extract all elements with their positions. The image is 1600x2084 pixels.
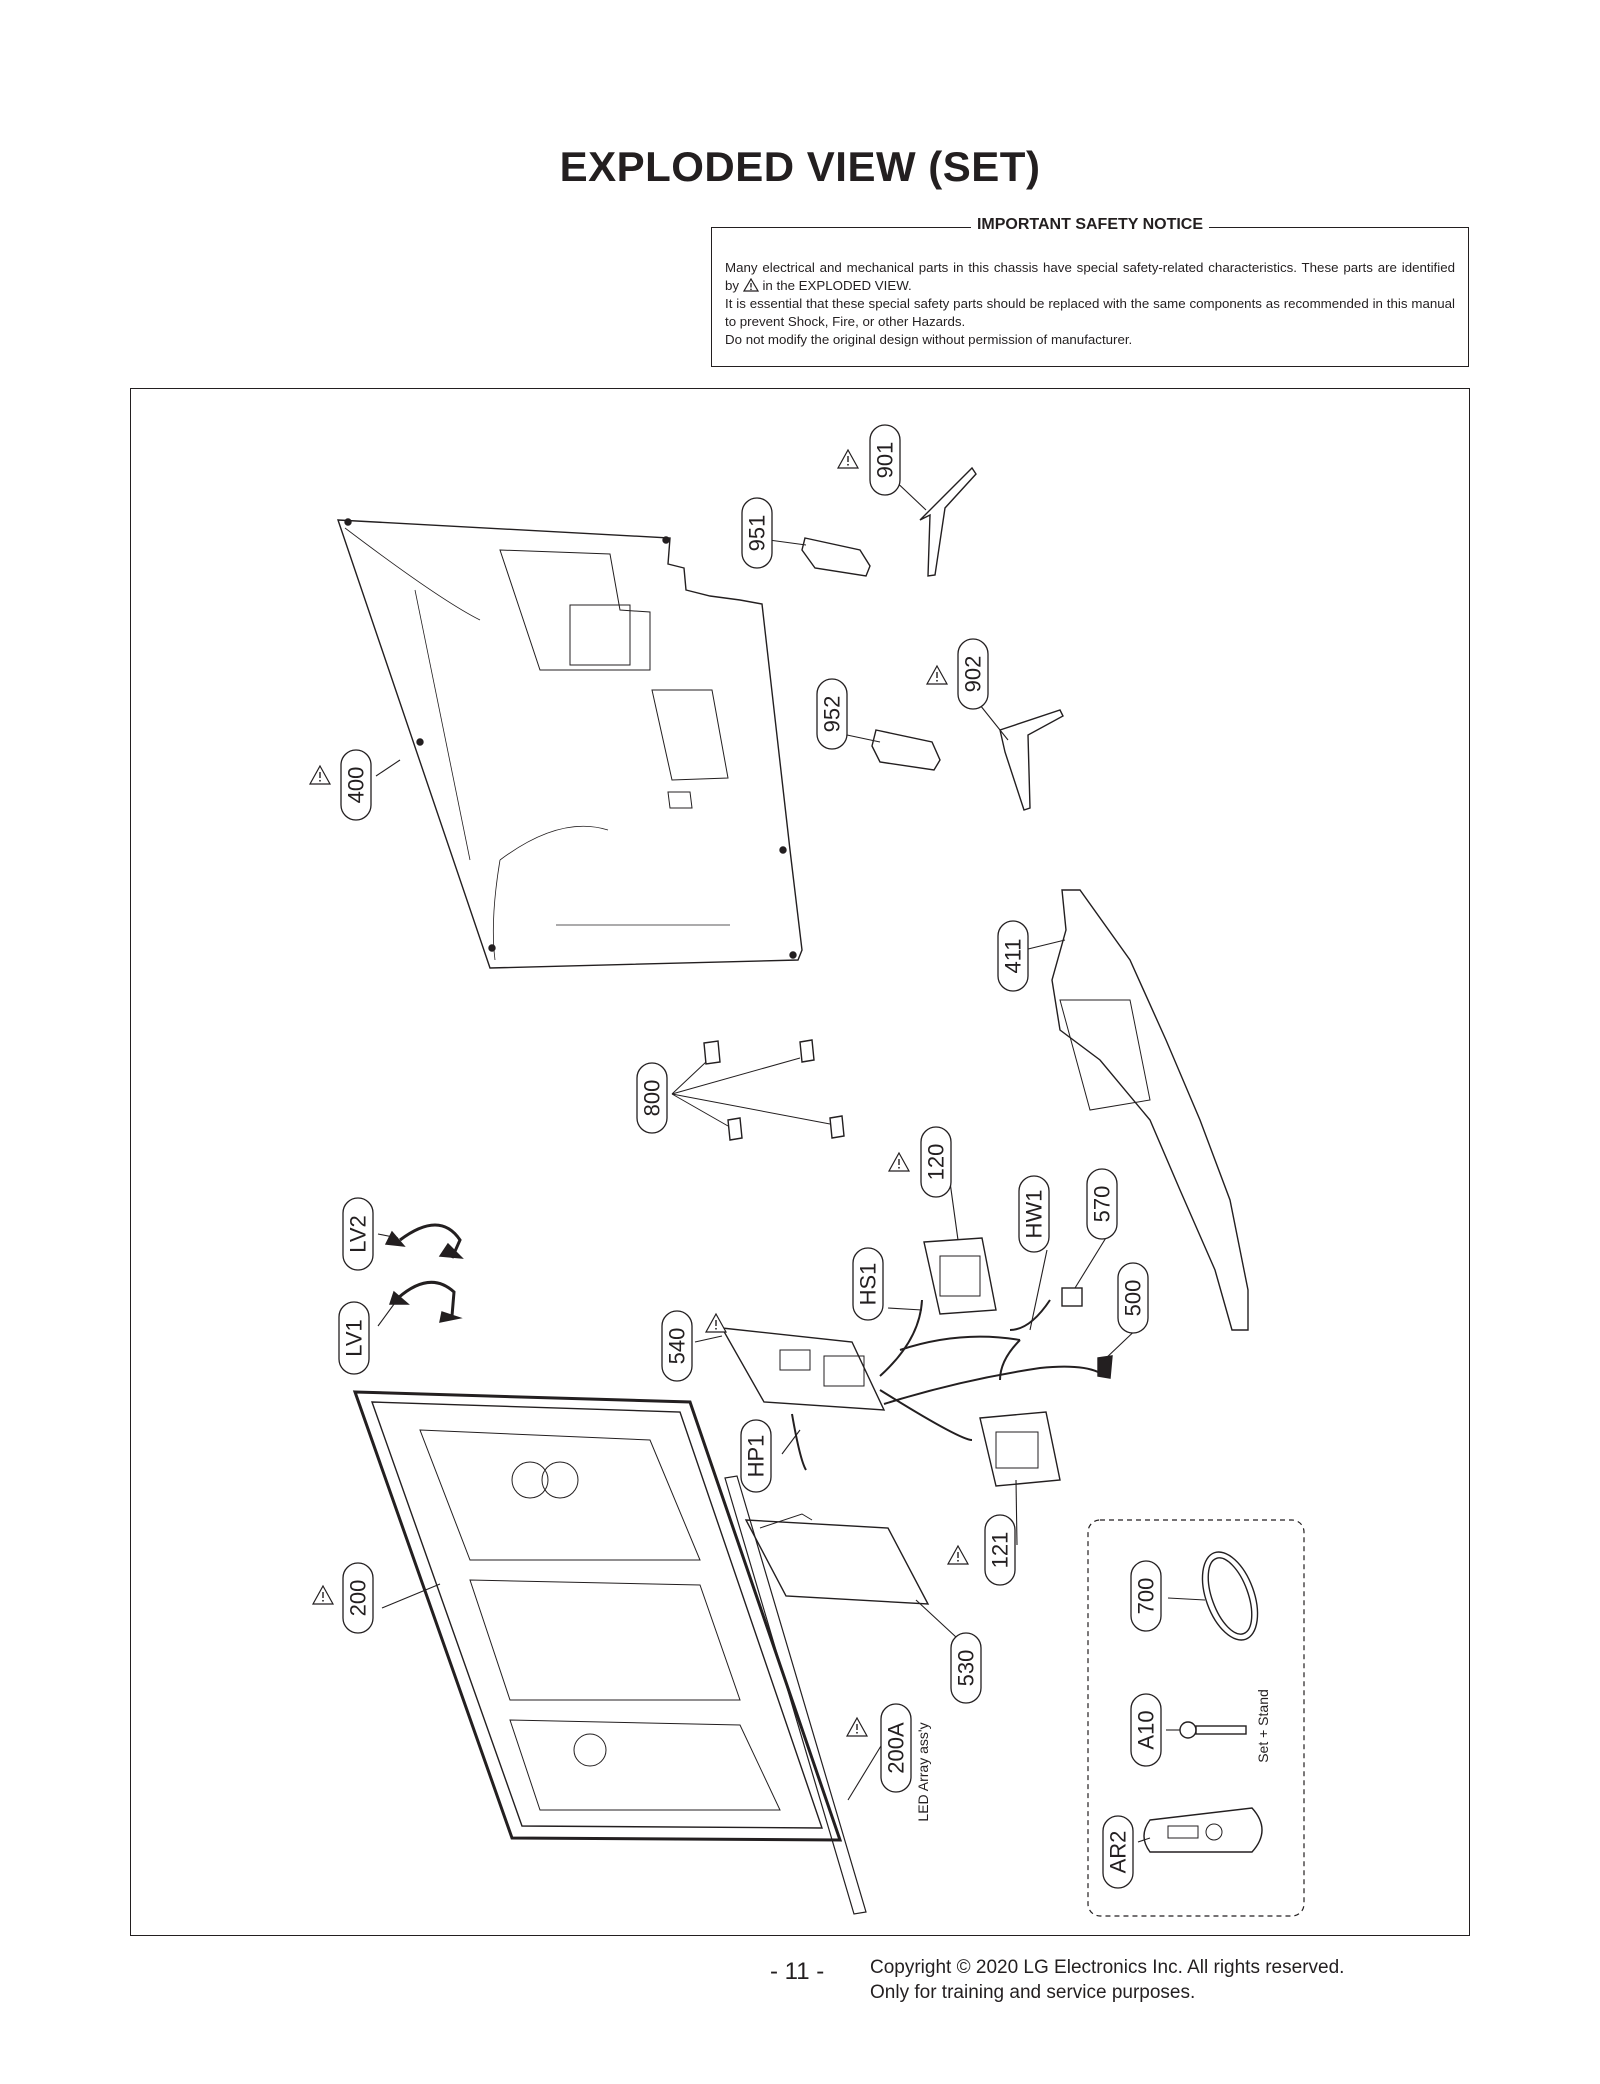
warning-triangle-icon [309,765,331,785]
label-700: 700 [1134,1578,1159,1615]
label-200a: 200A [884,1722,909,1774]
label-lv1: LV1 [342,1319,367,1357]
label-800: 800 [640,1080,665,1117]
main-board-540-part [720,1327,886,1411]
notice-line1-tail: in the EXPLODED VIEW. [762,278,912,293]
copyright-line2: Only for training and service purposes. [870,1982,1196,2003]
label-902: 902 [961,656,986,693]
copyright-line1: Copyright © 2020 LG Electronics Inc. All… [870,1957,1345,1978]
callout-200: 200 [342,1562,374,1634]
warning-triangle-icon [312,1585,334,1605]
warning-triangle-icon [888,1152,910,1172]
warning-triangle-icon [705,1313,727,1333]
label-lv2: LV2 [346,1215,371,1253]
label-570: 570 [1090,1186,1115,1223]
label-120: 120 [924,1144,949,1181]
label-200: 200 [346,1580,371,1617]
back-cover-part [337,518,803,969]
warning-triangle-icon [947,1545,969,1565]
label-hp1: HP1 [744,1435,769,1478]
warning-triangle-icon [846,1717,868,1737]
callout-lv2: LV2 [342,1197,374,1271]
label-540: 540 [665,1328,690,1365]
callout-500: 500 [1117,1262,1149,1334]
power-board-121-part [979,1411,1061,1487]
label-411: 411 [1001,938,1026,973]
safety-notice-heading: IMPORTANT SAFETY NOTICE [970,216,1210,233]
screw-a10-part [1179,1721,1247,1739]
led-array-annotation: LED Array ass'y [915,1722,931,1821]
safety-notice-box: IMPORTANT SAFETY NOTICE Many electrical … [711,216,1469,367]
clips-800-part [671,1039,845,1141]
callout-400: 400 [340,749,372,821]
cable-700-part [1201,1551,1259,1641]
callout-hs1: HS1 [852,1247,884,1321]
bracket-951-part [801,537,871,577]
power-board-120-part [923,1237,997,1315]
callout-lv1: LV1 [338,1301,370,1375]
part-570 [1061,1287,1083,1307]
label-121: 121 [988,1532,1013,1569]
panel-530-part [744,1513,930,1605]
label-a10: A10 [1134,1710,1159,1749]
label-hs1: HS1 [856,1263,881,1306]
callout-411: 411 [997,920,1029,992]
remote-ar2-part [1143,1807,1263,1853]
stand-902-part [999,709,1064,811]
label-500: 500 [1121,1280,1146,1317]
notice-line1: Many electrical and mechanical parts in … [725,260,1455,293]
label-hw1: HW1 [1022,1190,1047,1239]
set-stand-annotation: Set + Stand [1255,1689,1271,1763]
callout-hp1: HP1 [740,1419,772,1493]
safety-notice-body: Many electrical and mechanical parts in … [725,259,1455,349]
label-951: 951 [745,515,770,552]
cable-lv2-part [384,1223,464,1259]
callout-ar2: AR2 [1102,1815,1134,1889]
label-530: 530 [954,1650,979,1687]
callout-a10: A10 [1130,1693,1162,1767]
callout-200a: 200A [880,1703,912,1793]
callout-952: 952 [816,678,848,750]
callout-hw1: HW1 [1018,1175,1050,1253]
bracket-952-part [871,729,941,771]
callout-700: 700 [1130,1560,1162,1632]
callout-530: 530 [950,1632,982,1704]
bracket-411-part [1051,889,1249,1331]
label-952: 952 [820,696,845,733]
callout-902: 902 [957,638,989,710]
callout-951: 951 [741,497,773,569]
label-901: 901 [873,442,898,479]
stand-901-part [919,466,977,577]
callout-570: 570 [1086,1168,1118,1240]
callout-120: 120 [920,1126,952,1198]
leader-lines [375,474,1206,1843]
callout-901: 901 [869,424,901,496]
page-number: - 11 - [770,1958,825,1985]
cable-lv1-part [389,1280,463,1323]
copyright: Copyright © 2020 LG Electronics Inc. All… [870,1955,1344,2005]
warning-triangle-icon [926,665,948,685]
warning-triangle-icon [742,278,759,292]
notice-line3: Do not modify the original design withou… [725,332,1133,347]
label-ar2: AR2 [1106,1831,1131,1874]
callout-121: 121 [984,1514,1016,1586]
accessory-box [1087,1519,1305,1917]
page-title: EXPLODED VIEW (SET) [559,143,1041,190]
callout-800: 800 [636,1062,668,1134]
harness-cables [791,1299,1099,1471]
notice-line2: It is essential that these special safet… [725,296,1455,329]
main-frame-200-part [352,1390,843,1842]
callout-540: 540 [661,1310,693,1382]
diagram-frame [130,388,1470,1936]
warning-triangle-icon [837,449,859,469]
led-strip-200a-part [724,1475,867,1915]
label-400: 400 [344,767,369,804]
